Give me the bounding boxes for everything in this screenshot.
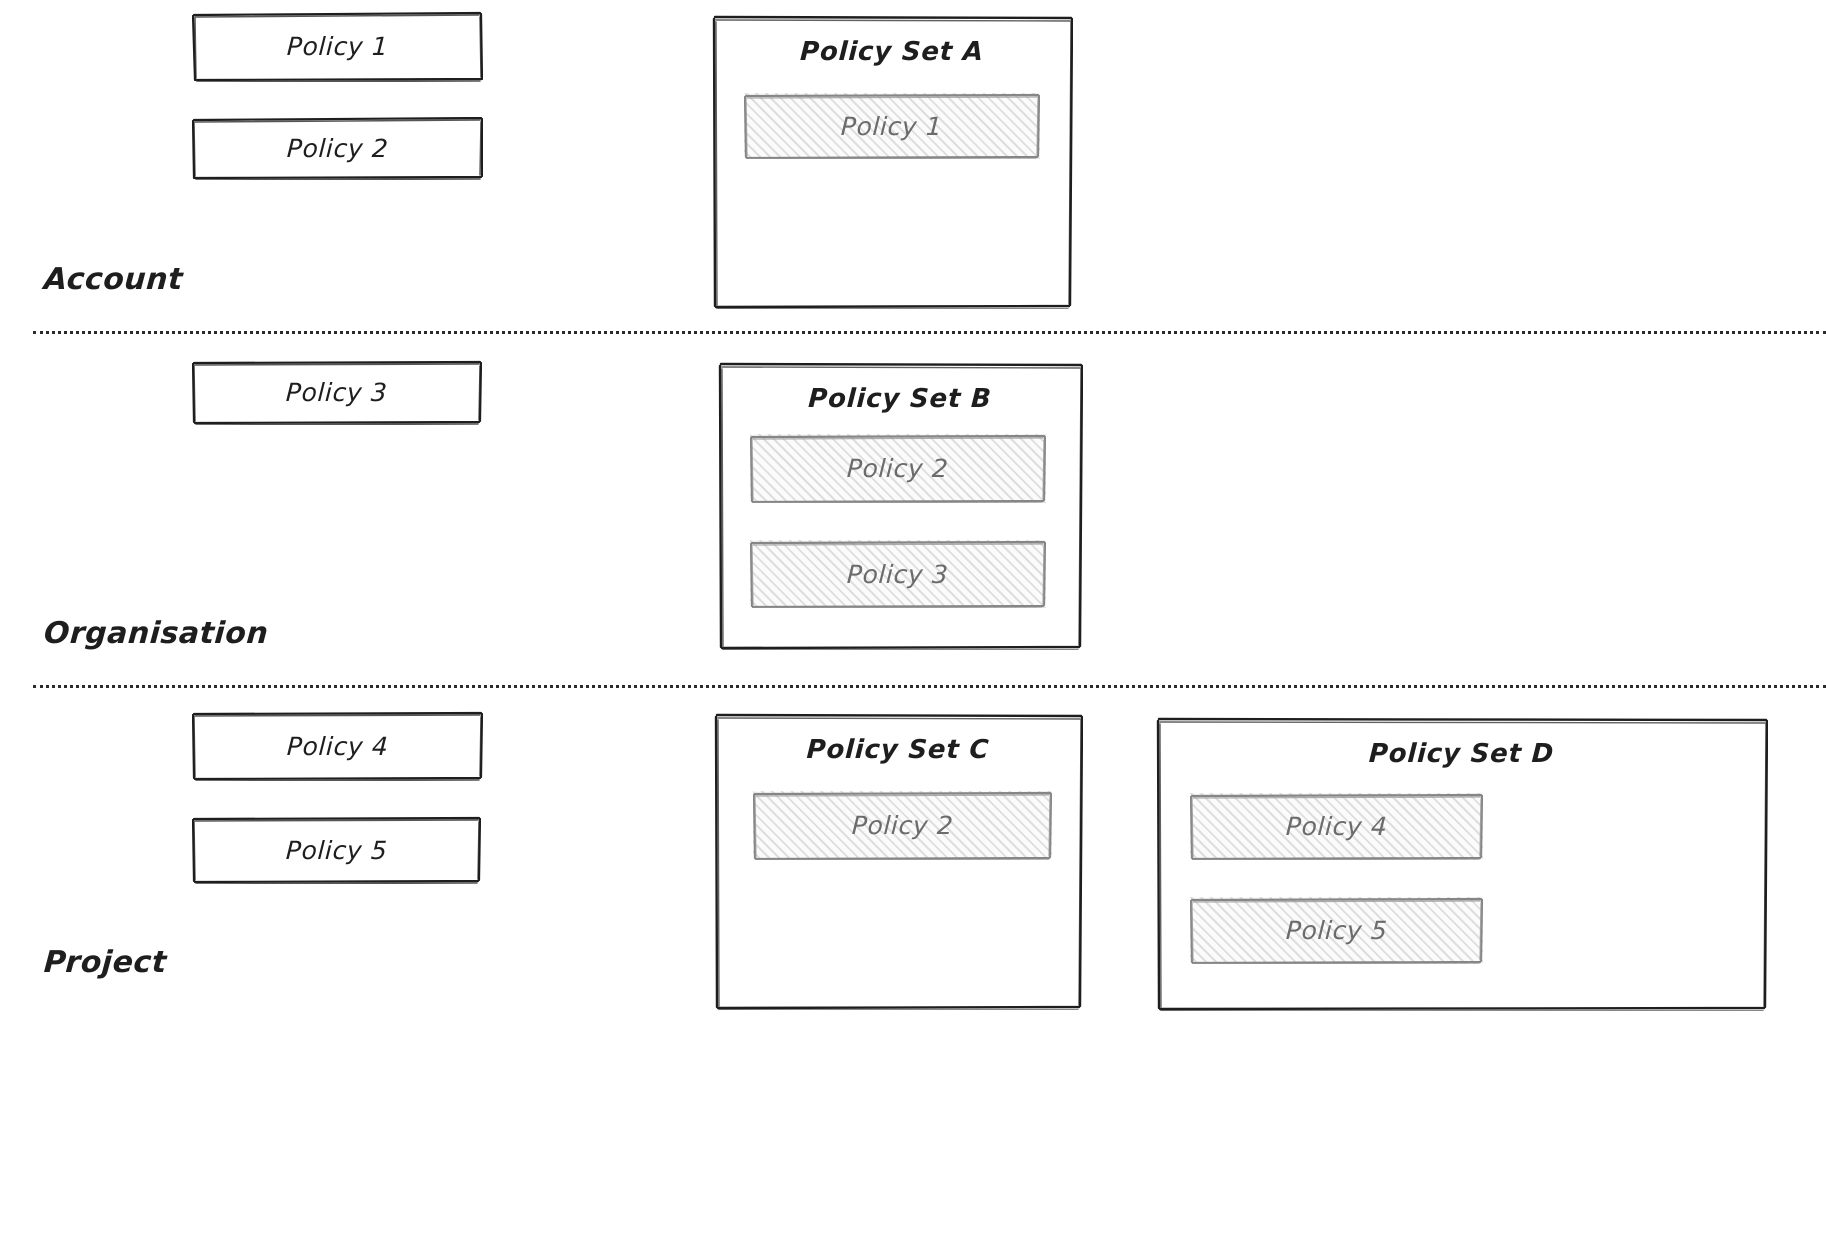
policy-box-label: Policy 3 <box>285 378 389 407</box>
policy-box-account-0[interactable]: Policy 1 <box>192 11 483 82</box>
policy-box-organisation-0[interactable]: Policy 3 <box>192 360 482 425</box>
policy-chip-label: Policy 1 <box>840 111 944 141</box>
policy-box-label: Policy 5 <box>285 835 388 865</box>
policy-chip-a-0[interactable]: Policy 1 <box>744 93 1040 159</box>
policy-chip-label: Policy 3 <box>846 559 950 589</box>
policy-set-c[interactable]: Policy Set C Policy 2 <box>713 713 1083 1010</box>
policy-box-project-1[interactable]: Policy 5 <box>192 816 481 884</box>
policy-set-title: Policy Set A <box>799 37 985 67</box>
section-divider-account-organisation <box>33 331 1826 334</box>
policy-set-title: Policy Set D <box>1368 739 1555 769</box>
section-label-organisation: Organisation <box>42 616 270 651</box>
policy-set-b[interactable]: Policy Set B Policy 2 Policy 3 <box>717 362 1083 650</box>
policy-set-title: Policy Set C <box>805 735 991 765</box>
section-label-project: Project <box>42 945 168 980</box>
section-label-account: Account <box>42 262 185 297</box>
section-divider-organisation-project <box>33 685 1826 688</box>
policy-chip-d-0[interactable]: Policy 4 <box>1190 793 1483 860</box>
policy-box-label: Policy 2 <box>286 134 389 163</box>
policy-box-label: Policy 4 <box>286 731 389 761</box>
policy-chip-label: Policy 2 <box>851 811 954 840</box>
policy-set-d[interactable]: Policy Set D Policy 4 Policy 5 <box>1155 717 1768 1011</box>
policy-chip-c-0[interactable]: Policy 2 <box>753 791 1052 860</box>
policy-set-a[interactable]: Policy Set A Policy 1 <box>711 15 1073 309</box>
policy-box-label: Policy 1 <box>286 32 389 61</box>
policy-box-account-1[interactable]: Policy 2 <box>192 117 483 180</box>
policy-chip-label: Policy 4 <box>1285 812 1388 841</box>
policy-chip-label: Policy 2 <box>846 454 950 483</box>
policy-box-project-0[interactable]: Policy 4 <box>192 711 483 781</box>
policy-chip-b-1[interactable]: Policy 3 <box>750 540 1046 608</box>
policy-set-title: Policy Set B <box>807 384 993 414</box>
policy-chip-d-1[interactable]: Policy 5 <box>1190 897 1483 964</box>
policy-chip-b-0[interactable]: Policy 2 <box>750 434 1046 503</box>
policy-chip-label: Policy 5 <box>1285 916 1388 945</box>
